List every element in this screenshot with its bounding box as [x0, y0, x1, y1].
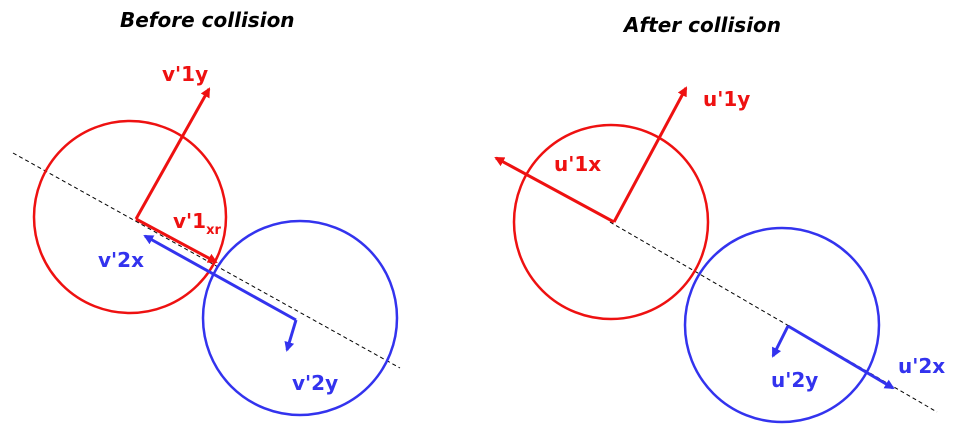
before-collision-title: Before collision: [120, 8, 295, 32]
before-line-of-centers: [12, 152, 401, 369]
after-u1x-arrow: [494, 156, 615, 224]
after-u2y-label: u'2y: [771, 368, 818, 392]
before-v2x-arrow: [143, 234, 297, 322]
after-panel: u'1y u'1x u'2y u'2x: [494, 86, 945, 424]
after-collision-title: After collision: [624, 13, 782, 37]
before-v2y-arrow: [284, 319, 298, 352]
after-u2x-arrow: [787, 324, 895, 390]
before-ball-1: [32, 119, 228, 315]
after-ball-1: [512, 123, 710, 321]
before-v2y-label: v'2y: [292, 371, 338, 395]
before-v1x-arrow: [135, 217, 218, 264]
before-v1x-label-main: v'1: [173, 209, 206, 233]
after-u2x-label: u'2x: [898, 354, 945, 378]
before-v1x-label-sub: xr: [206, 223, 221, 238]
before-panel: v'1y v'1xr v'2x v'2y: [12, 62, 401, 417]
after-u2y-arrow: [771, 325, 790, 358]
before-ball-2: [201, 219, 399, 417]
before-v1y-arrow: [134, 87, 211, 220]
before-v2x-label: v'2x: [98, 248, 144, 272]
before-v1x-label: v'1xr: [173, 209, 221, 238]
after-ball-2: [683, 226, 881, 424]
after-u1x-label: u'1x: [554, 152, 601, 176]
after-u1y-label: u'1y: [703, 87, 750, 111]
after-u1y-arrow: [612, 86, 688, 223]
before-v1y-label: v'1y: [162, 62, 208, 86]
